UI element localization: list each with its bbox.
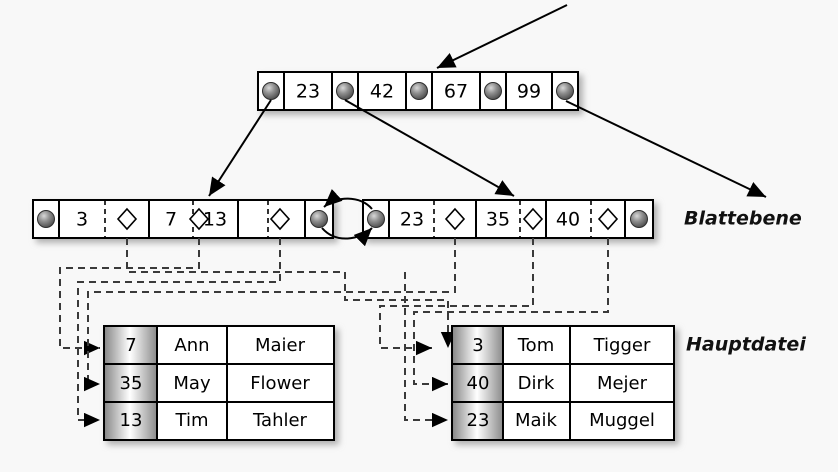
- root-to-right-leaf-arrow: [344, 99, 515, 197]
- table-right-row2-first: Maik: [515, 410, 558, 431]
- entry-arrow: [436, 4, 568, 69]
- leaf-right-next-pointer[interactable]: [630, 210, 648, 228]
- dashed-link-left-1: [59, 238, 200, 356]
- label-blattebene: Blattebene: [684, 208, 802, 230]
- key-cell-bg-r1: [453, 364, 503, 402]
- table-left-row2-first: Tim: [175, 410, 209, 431]
- dashed-link-left-0: [126, 238, 456, 348]
- table-right-row0-first: Tom: [517, 335, 554, 356]
- leaf-node-left[interactable]: 3 7 13: [32, 199, 334, 239]
- key-cell-bg-l1: [105, 364, 157, 402]
- dashed-link-right-2: [413, 238, 609, 392]
- key-cell-bg-r2: [453, 402, 503, 439]
- leaf-left-next-pointer[interactable]: [310, 210, 328, 228]
- main-file-table-right[interactable]: 3 Tom Tigger 40 Dirk Mejer 23 Maik Mugge…: [451, 325, 675, 441]
- dashed-link-right-0: [84, 238, 456, 392]
- leaf-sibling-link-backward: [323, 188, 373, 210]
- label-hauptdatei: Hauptdatei: [686, 334, 806, 356]
- root-to-left-leaf-arrow: [208, 99, 272, 197]
- root-pointer-1[interactable]: [336, 82, 354, 100]
- table-right-row0-last: Tigger: [593, 335, 651, 356]
- table-right-row2-last: Muggel: [589, 410, 655, 431]
- root-key-3: 99: [517, 81, 541, 103]
- leaf-node-right[interactable]: 23 35 40: [362, 199, 654, 239]
- table-left-row0-key: 7: [125, 335, 136, 356]
- table-left-row0-first: Ann: [174, 335, 209, 356]
- root-to-outside-arrow: [565, 100, 767, 198]
- dashed-link-left-2: [77, 238, 281, 428]
- table-left-row2-key: 13: [120, 410, 143, 431]
- main-file-table-left[interactable]: 7 Ann Maier 35 May Flower 13 Tim Tahler: [103, 325, 335, 441]
- leaf-right-record-marker-1[interactable]: [522, 207, 544, 231]
- key-cell-bg-l2: [105, 402, 157, 439]
- table-left-row1-key: 35: [120, 373, 143, 394]
- dashed-link-right-1: [379, 238, 534, 356]
- leaf-right-key-2: 40: [556, 209, 580, 231]
- leaf-right-key-1: 35: [486, 209, 510, 231]
- leaf-sibling-link-forward: [321, 227, 373, 247]
- table-right-row0-key: 3: [472, 335, 483, 356]
- leaf-right-record-marker-0[interactable]: [444, 207, 466, 231]
- key-cell-bg-r0: [453, 327, 503, 364]
- root-key-2: 67: [444, 81, 468, 103]
- leaf-left-record-marker-1[interactable]: [188, 207, 210, 231]
- leaf-right-key-0: 23: [400, 209, 424, 231]
- leaf-right-record-marker-2[interactable]: [597, 207, 619, 231]
- leaf-left-prev-pointer[interactable]: [37, 210, 55, 228]
- root-node[interactable]: 23 42 67 99: [257, 71, 579, 111]
- leaf-left-key-0: 3: [76, 209, 88, 231]
- table-left-row0-last: Maier: [255, 335, 306, 356]
- table-right-row2-key: 23: [467, 410, 490, 431]
- leaf-left-record-marker-0[interactable]: [116, 207, 138, 231]
- table-left-row1-first: May: [173, 373, 211, 394]
- dashed-link-right-3: [404, 272, 448, 428]
- table-right-row1-key: 40: [467, 373, 490, 394]
- root-pointer-4[interactable]: [556, 82, 574, 100]
- table-left-row2-last: Tahler: [252, 410, 308, 431]
- leaf-right-prev-pointer[interactable]: [367, 210, 385, 228]
- root-key-1: 42: [370, 81, 394, 103]
- leaf-left-key-1: 7: [165, 209, 177, 231]
- leaf-left-key-2: 13: [203, 209, 227, 231]
- leaf-left-record-marker-2[interactable]: [269, 207, 291, 231]
- table-right-row1-last: Mejer: [597, 373, 648, 394]
- root-key-0: 23: [296, 81, 320, 103]
- table-right-row1-first: Dirk: [518, 373, 555, 394]
- root-pointer-3[interactable]: [484, 82, 502, 100]
- key-cell-bg-l0: [105, 327, 157, 364]
- root-pointer-0[interactable]: [262, 82, 280, 100]
- root-pointer-2[interactable]: [410, 82, 428, 100]
- table-left-row1-last: Flower: [250, 373, 310, 394]
